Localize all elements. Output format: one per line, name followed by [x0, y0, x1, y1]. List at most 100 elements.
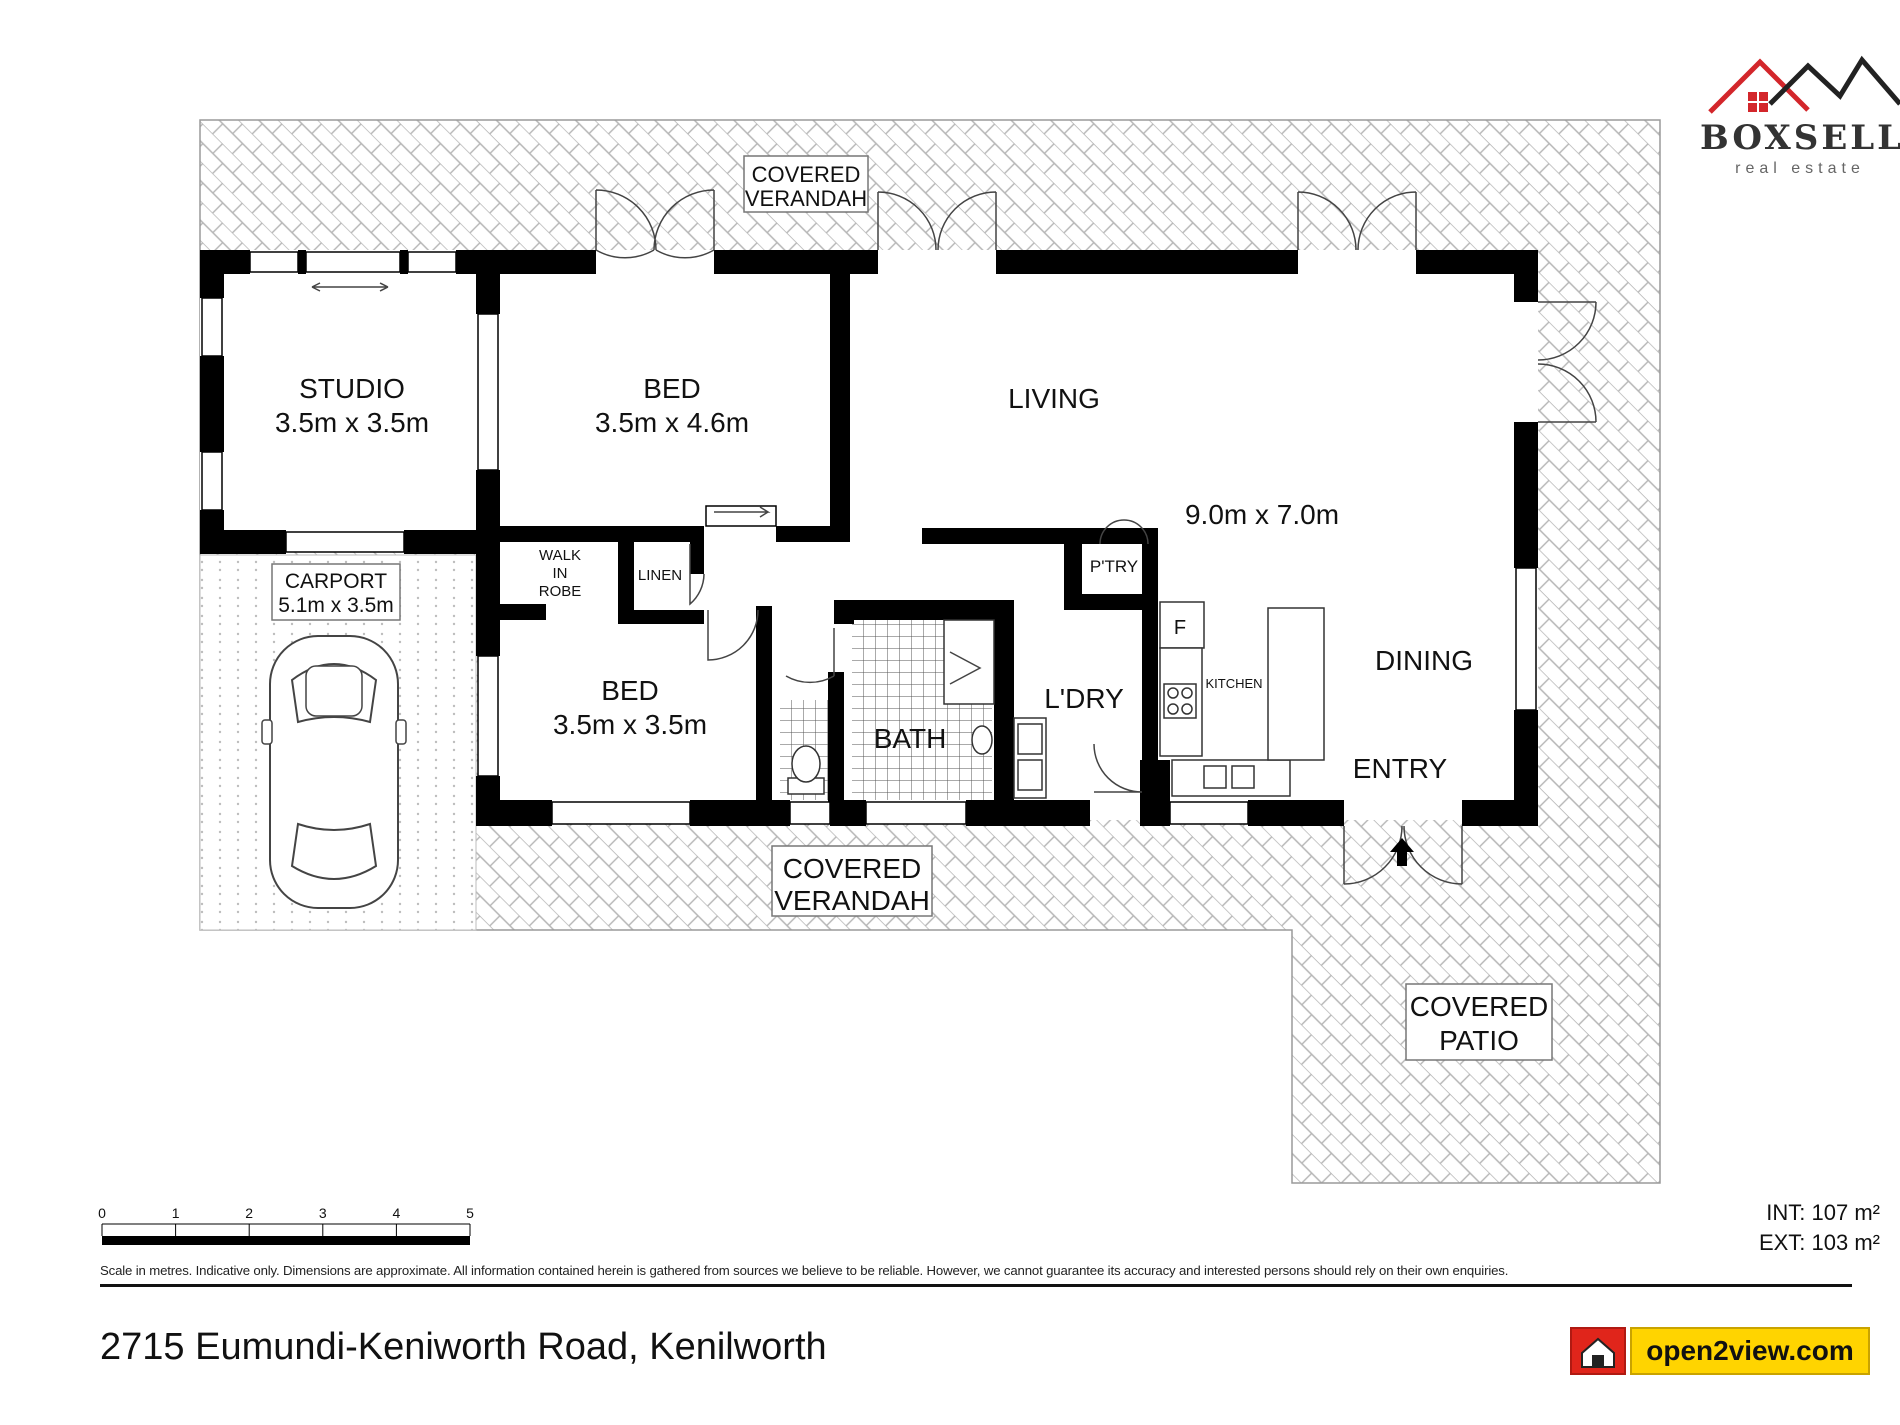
footer-rule	[100, 1284, 1852, 1287]
hotplate	[1167, 687, 1179, 699]
wall	[996, 250, 1298, 274]
open2view-logo: open2view.com	[1570, 1327, 1870, 1375]
window	[249, 251, 299, 273]
bed1-label: BED	[643, 373, 701, 404]
wall	[1064, 594, 1148, 610]
wall	[714, 250, 878, 274]
wall	[834, 600, 854, 624]
studio-label: STUDIO	[299, 373, 405, 404]
fridge-label: F	[1174, 617, 1186, 639]
pantry-label: P'TRY	[1090, 557, 1138, 576]
studio-interior	[200, 250, 480, 550]
wir-label-3: ROBE	[539, 583, 582, 600]
kitchen-sink	[1231, 765, 1255, 789]
bed2-dims: 3.5m x 3.5m	[553, 709, 707, 740]
scale-tick-label: 4	[393, 1205, 401, 1221]
sliding-door-arrow	[311, 282, 389, 292]
window	[789, 801, 831, 825]
verandah-top-label-2: VERANDAH	[745, 186, 867, 211]
wir-label-2: IN	[553, 565, 568, 582]
dining-label: DINING	[1375, 645, 1473, 676]
entry-arrow	[1390, 838, 1414, 866]
laundry-tub-basin	[1017, 723, 1043, 755]
disclaimer: Scale in metres. Indicative only. Dimens…	[100, 1263, 1509, 1278]
internal-area: INT: 107 m²	[1766, 1200, 1880, 1225]
verandah-top-label-1: COVERED	[752, 162, 861, 187]
window	[305, 251, 401, 273]
window	[865, 801, 967, 825]
wall	[476, 776, 500, 826]
window	[551, 801, 691, 825]
door-swing	[1093, 743, 1143, 793]
kitchen-sink	[1203, 765, 1227, 789]
wall	[200, 356, 224, 452]
door-swing	[1297, 191, 1417, 251]
wall	[476, 470, 500, 656]
window	[407, 251, 457, 273]
living-label: LIVING	[1008, 383, 1100, 414]
wall	[618, 540, 634, 622]
scale-tick-label: 1	[172, 1205, 180, 1221]
wall	[922, 528, 1148, 544]
property-address: 2715 Eumundi-Keniworth Road, Kenilworth	[100, 1326, 827, 1368]
verandah-bottom-label-2: VERANDAH	[774, 885, 930, 916]
scale-tick-label: 2	[245, 1205, 253, 1221]
carport-dims: 5.1m x 3.5m	[278, 594, 394, 617]
laundry-tub-basin	[1017, 759, 1043, 791]
car-icon	[261, 635, 407, 909]
window	[201, 297, 223, 357]
hotplate	[1167, 703, 1179, 715]
bed1-dims: 3.5m x 4.6m	[595, 407, 749, 438]
bath-basin	[971, 725, 993, 755]
wall	[828, 672, 844, 806]
door-swing	[877, 191, 997, 251]
label-box	[1405, 983, 1553, 1061]
open2view-wordmark: open2view.com	[1630, 1327, 1870, 1375]
entry-label: ENTRY	[1353, 753, 1448, 784]
carport-label: CARPORT	[285, 570, 387, 593]
label-box	[743, 155, 869, 213]
wall	[690, 800, 790, 826]
door-swing	[1537, 301, 1597, 423]
studio-dims: 3.5m x 3.5m	[275, 407, 429, 438]
laundry-label: L'DRY	[1044, 683, 1124, 714]
wall	[1462, 800, 1538, 826]
bath-label: BATH	[874, 723, 947, 754]
hotplate	[1181, 703, 1193, 715]
wall	[756, 606, 772, 806]
wall	[490, 526, 704, 542]
wall	[200, 530, 286, 554]
label-box	[771, 845, 933, 917]
window	[285, 531, 405, 553]
brand-name: BOXSELLS	[1700, 118, 1900, 158]
scale-bar: 0 1 2 3 4 5	[98, 1205, 474, 1245]
wall	[200, 250, 224, 298]
window	[477, 655, 499, 777]
kitchen-label: KITCHEN	[1205, 676, 1262, 691]
living-dims: 9.0m x 7.0m	[1185, 499, 1339, 530]
patio-label-2: PATIO	[1439, 1025, 1519, 1056]
door-swing	[707, 609, 759, 661]
scale-tick-label: 3	[319, 1205, 327, 1221]
hotplate	[1181, 687, 1193, 699]
verandah-bottom-label-1: COVERED	[783, 853, 921, 884]
window	[477, 313, 499, 471]
wall	[830, 270, 850, 532]
door-swing	[785, 628, 835, 684]
toilet	[791, 745, 821, 783]
wall	[966, 800, 1090, 826]
brand-subtitle: real estate	[1735, 160, 1865, 177]
wall	[476, 250, 500, 314]
fridge	[1159, 601, 1205, 649]
window	[201, 451, 223, 511]
scale-tick-label: 0	[98, 1205, 106, 1221]
kitchen-bench-bottom	[1171, 759, 1291, 797]
wall	[1514, 422, 1538, 568]
wall	[618, 610, 704, 624]
wall	[690, 540, 704, 574]
shower-screen	[949, 651, 982, 685]
label-box	[271, 563, 401, 621]
wall	[1140, 760, 1170, 826]
window	[705, 505, 777, 527]
